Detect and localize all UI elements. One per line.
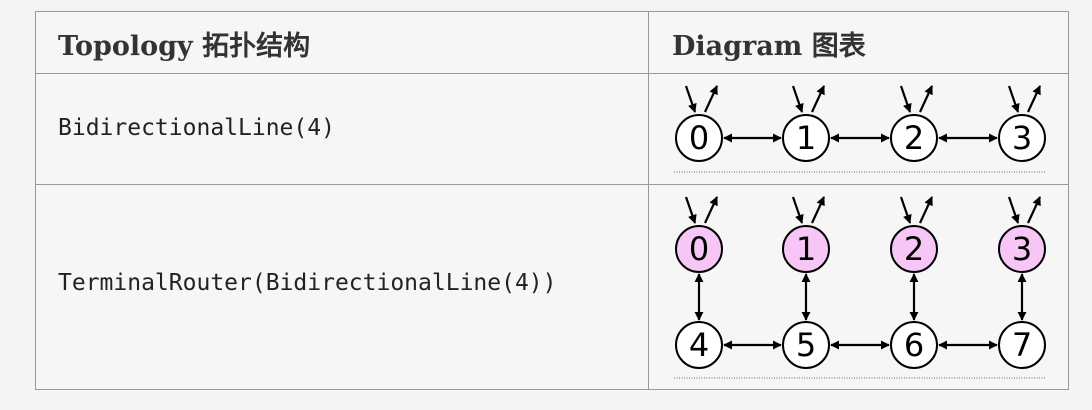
router-node-6-label: 6 (904, 326, 924, 364)
topology-diagrams: 0 1 2 3 0 1 2 3 4 5 6 7 (674, 85, 1046, 379)
terminal-node-0 (675, 225, 723, 273)
line-node-3 (998, 114, 1046, 162)
line-node-0-in-arrow (684, 85, 697, 113)
line-node-1-out-arrow (811, 85, 825, 113)
line-node-2 (890, 114, 938, 162)
topology-code-bidirectional-line: BidirectionalLine(4) (58, 115, 335, 141)
terminal-node-2-out-arrow (919, 196, 933, 224)
terminal-node-1-out-arrow (811, 196, 825, 224)
line-node-1-in-arrow (791, 85, 804, 113)
terminal-node-1-in-arrow (791, 196, 804, 224)
line-node-1 (782, 114, 830, 162)
line-node-2-out-arrow (919, 85, 933, 113)
terminal-node-3-label: 3 (1012, 230, 1032, 268)
router-node-7-label: 7 (1012, 326, 1032, 364)
line-node-2-in-arrow (899, 85, 912, 113)
terminal-node-1-label: 1 (796, 230, 816, 268)
terminal-node-0-out-arrow (704, 196, 718, 224)
line-node-3-label: 3 (1012, 119, 1032, 157)
router-node-4-label: 4 (689, 326, 709, 364)
line-node-0-out-arrow (704, 85, 718, 113)
line-node-0-label: 0 (689, 119, 709, 157)
line-node-3-out-arrow (1027, 85, 1041, 113)
terminal-node-2 (890, 225, 938, 273)
terminal-node-0-label: 0 (689, 230, 709, 268)
router-node-4 (675, 321, 723, 369)
header-topology: Topology 拓扑结构 (58, 30, 311, 62)
router-node-5-label: 5 (796, 326, 816, 364)
terminal-node-2-label: 2 (904, 230, 924, 268)
terminal-node-3 (998, 225, 1046, 273)
router-node-5 (782, 321, 830, 369)
terminal-node-2-in-arrow (899, 196, 912, 224)
table-header-row: Topology 拓扑结构 Diagram 图表 (36, 12, 1068, 74)
terminal-node-3-in-arrow (1007, 196, 1020, 224)
terminal-node-0-in-arrow (684, 196, 697, 224)
terminal-node-1 (782, 225, 830, 273)
column-divider (648, 12, 649, 389)
router-node-7 (998, 321, 1046, 369)
terminal-node-3-out-arrow (1027, 196, 1041, 224)
topology-code-terminal-router: TerminalRouter(BidirectionalLine(4)) (58, 270, 557, 296)
line-node-1-label: 1 (796, 119, 816, 157)
topology-table: Topology 拓扑结构 Diagram 图表 BidirectionalLi… (35, 11, 1069, 390)
header-diagram: Diagram 图表 (672, 30, 866, 62)
line-node-2-label: 2 (904, 119, 924, 157)
line-node-0 (675, 114, 723, 162)
router-node-6 (890, 321, 938, 369)
table-row: BidirectionalLine(4) (36, 74, 1068, 185)
line-node-3-in-arrow (1007, 85, 1020, 113)
table-row: TerminalRouter(BidirectionalLine(4)) (36, 185, 1068, 389)
